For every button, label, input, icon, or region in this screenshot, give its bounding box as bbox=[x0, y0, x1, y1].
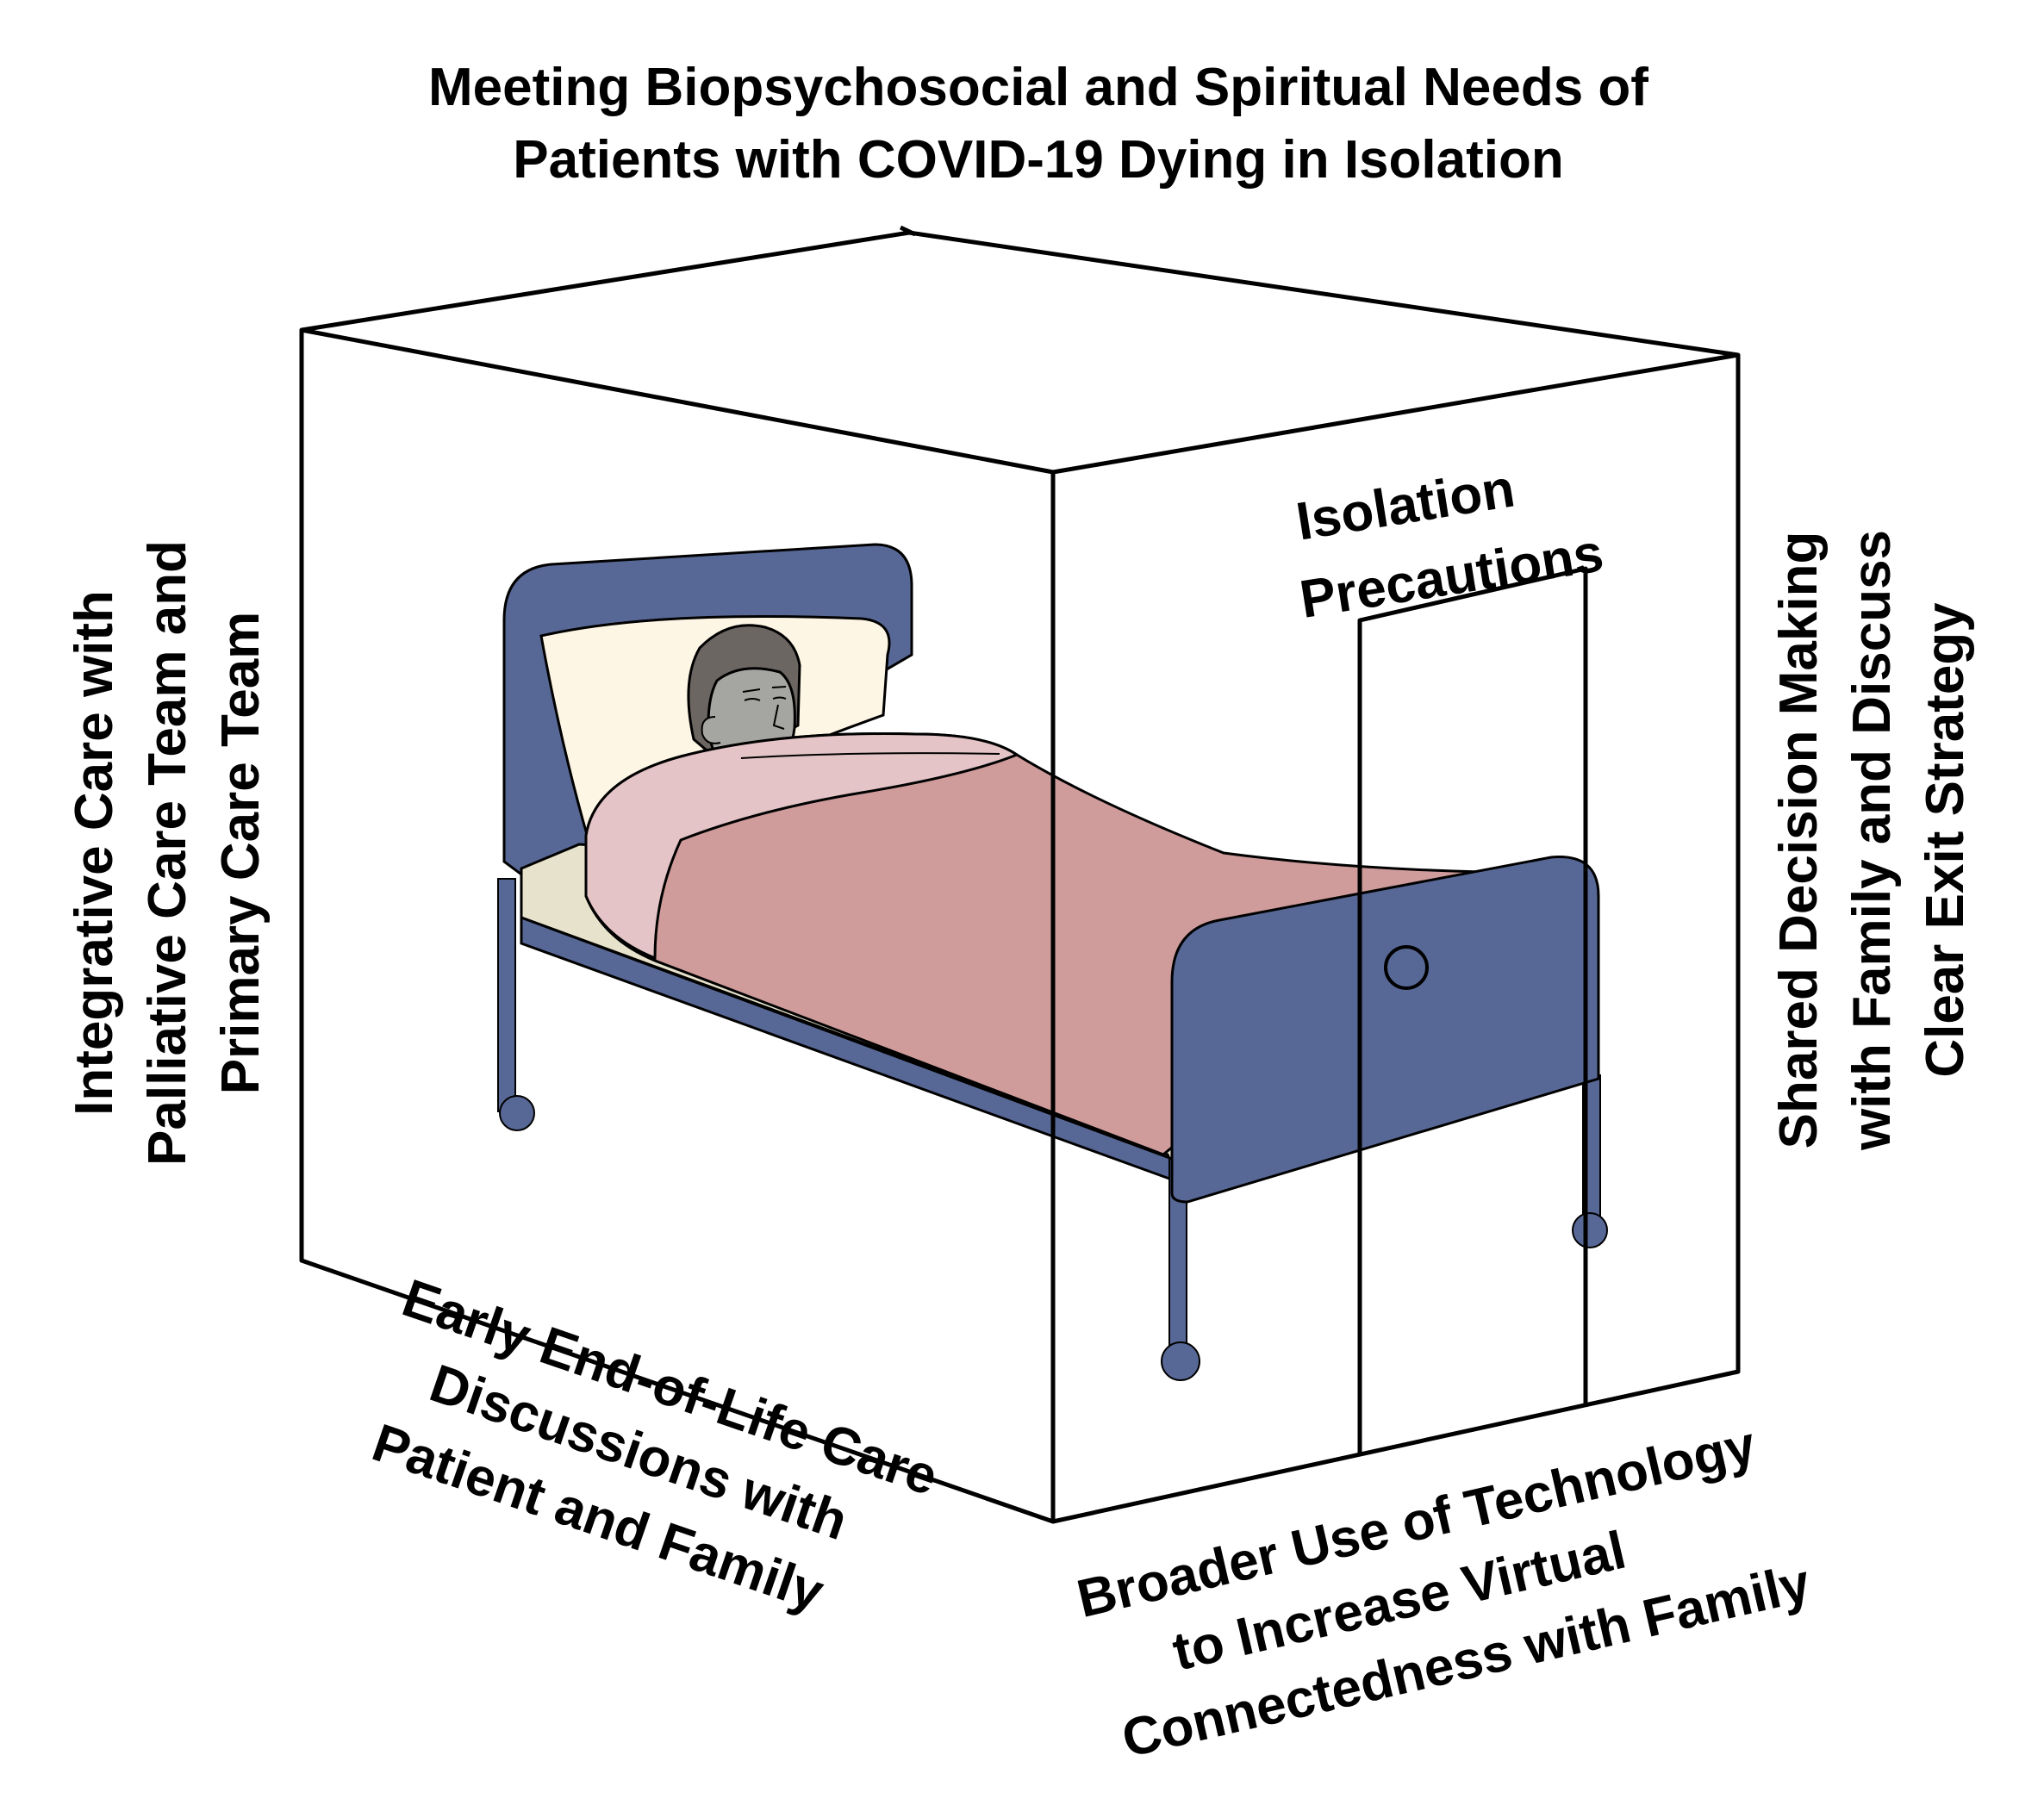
box-top-edges bbox=[299, 230, 1741, 475]
door-frame bbox=[1357, 566, 1588, 1456]
isolation-door bbox=[1357, 566, 1588, 1456]
bed-wheel-head-left bbox=[499, 1095, 535, 1131]
isolation-precautions-label: Isolation Precautions bbox=[1293, 458, 1608, 629]
left-label-line-3: Primary Care Team bbox=[211, 612, 271, 1095]
box-right-face bbox=[1052, 355, 1741, 1524]
bed-blanket-fold bbox=[584, 732, 1020, 961]
patient-eyebrows bbox=[742, 686, 787, 693]
left-face-label: Integrative Care with Palliative Care Te… bbox=[65, 540, 271, 1166]
patient-eyes bbox=[744, 696, 787, 701]
left-label-line-1: Integrative Care with bbox=[65, 590, 124, 1116]
title-line-2: Patients with COVID-19 Dying in Isolatio… bbox=[513, 130, 1563, 190]
patient-ear bbox=[701, 716, 721, 744]
right-label-line-1: Shared Decision Making bbox=[1769, 532, 1829, 1149]
bottom-right-label: Broader Use of Technology to Increase Vi… bbox=[1072, 1416, 1817, 1770]
right-label-line-3: Clear Exit Strategy bbox=[1916, 602, 1975, 1078]
title-line-1: Meeting Biopsychosocial and Spiritual Ne… bbox=[428, 58, 1648, 117]
diagram-title: Meeting Biopsychosocial and Spiritual Ne… bbox=[428, 58, 1648, 190]
door-knob-icon bbox=[1384, 945, 1429, 990]
bed-wheel-foot-left bbox=[1161, 1341, 1200, 1381]
patient-nose bbox=[772, 704, 785, 730]
right-face-label: Shared Decision Making with Family and D… bbox=[1769, 530, 1975, 1151]
bed-wheel-foot-right bbox=[1572, 1212, 1608, 1248]
patient-bed-illustration bbox=[497, 543, 1608, 1381]
right-label-line-2: with Family and Discuss bbox=[1842, 530, 1902, 1151]
bed-blanket-crease bbox=[740, 752, 1000, 759]
bed-leg-head-left bbox=[497, 878, 516, 1112]
box-left-face bbox=[299, 330, 1056, 1524]
isolation-room-box bbox=[299, 225, 1741, 1524]
left-label-line-2: Palliative Care Team and bbox=[138, 540, 197, 1166]
door-label-line-1: Isolation bbox=[1293, 458, 1519, 551]
bottom-left-label: Early End-of-Life Care Discussions with … bbox=[365, 1268, 945, 1623]
box-top-notch bbox=[899, 225, 917, 237]
